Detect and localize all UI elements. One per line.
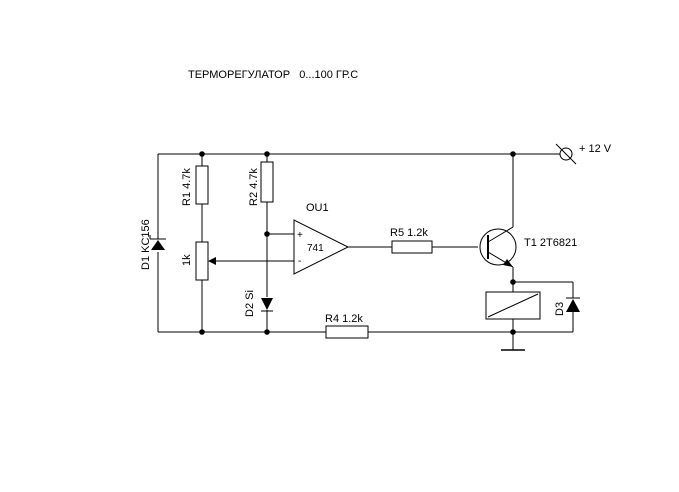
diode-icon <box>566 297 580 312</box>
wires <box>157 153 574 350</box>
relay-coil-icon <box>485 291 541 320</box>
resistor-icon <box>391 240 433 254</box>
r2-label: R2 4.7k <box>248 168 260 206</box>
resistor-icon <box>325 325 369 339</box>
pot-label: 1k <box>181 254 193 266</box>
r1-label: R1 4.7k <box>181 168 193 206</box>
t1-label: T1 2T6821 <box>524 237 577 249</box>
schematic-title: ТЕРМОРЕГУЛАТОР 0...100 ГР.С <box>188 69 358 81</box>
transistor-icon <box>479 226 517 268</box>
d3-label: D3 <box>554 302 566 316</box>
resistor-icon <box>260 161 274 203</box>
potentiometer-icon <box>195 241 209 281</box>
opamp-type: 741 <box>307 243 324 254</box>
opamp-ref: OU1 <box>306 202 329 214</box>
opamp-minus: - <box>298 256 301 267</box>
supply-terminal-icon <box>555 143 577 165</box>
opamp-icon <box>293 219 350 275</box>
diode-icon <box>261 298 273 312</box>
wiper-arrow-icon <box>208 257 216 265</box>
supply-label: + 12 V <box>579 143 612 155</box>
d1-label: D1 KC156 <box>140 219 152 270</box>
junctions <box>199 151 516 335</box>
r4-label: R4 1.2k <box>325 313 363 325</box>
zener-diode-icon <box>149 230 166 250</box>
d2-label: D2 Si <box>244 290 256 317</box>
r5-label: R5 1.2k <box>390 227 428 239</box>
resistor-icon <box>195 165 209 205</box>
opamp-plus: + <box>297 230 303 241</box>
